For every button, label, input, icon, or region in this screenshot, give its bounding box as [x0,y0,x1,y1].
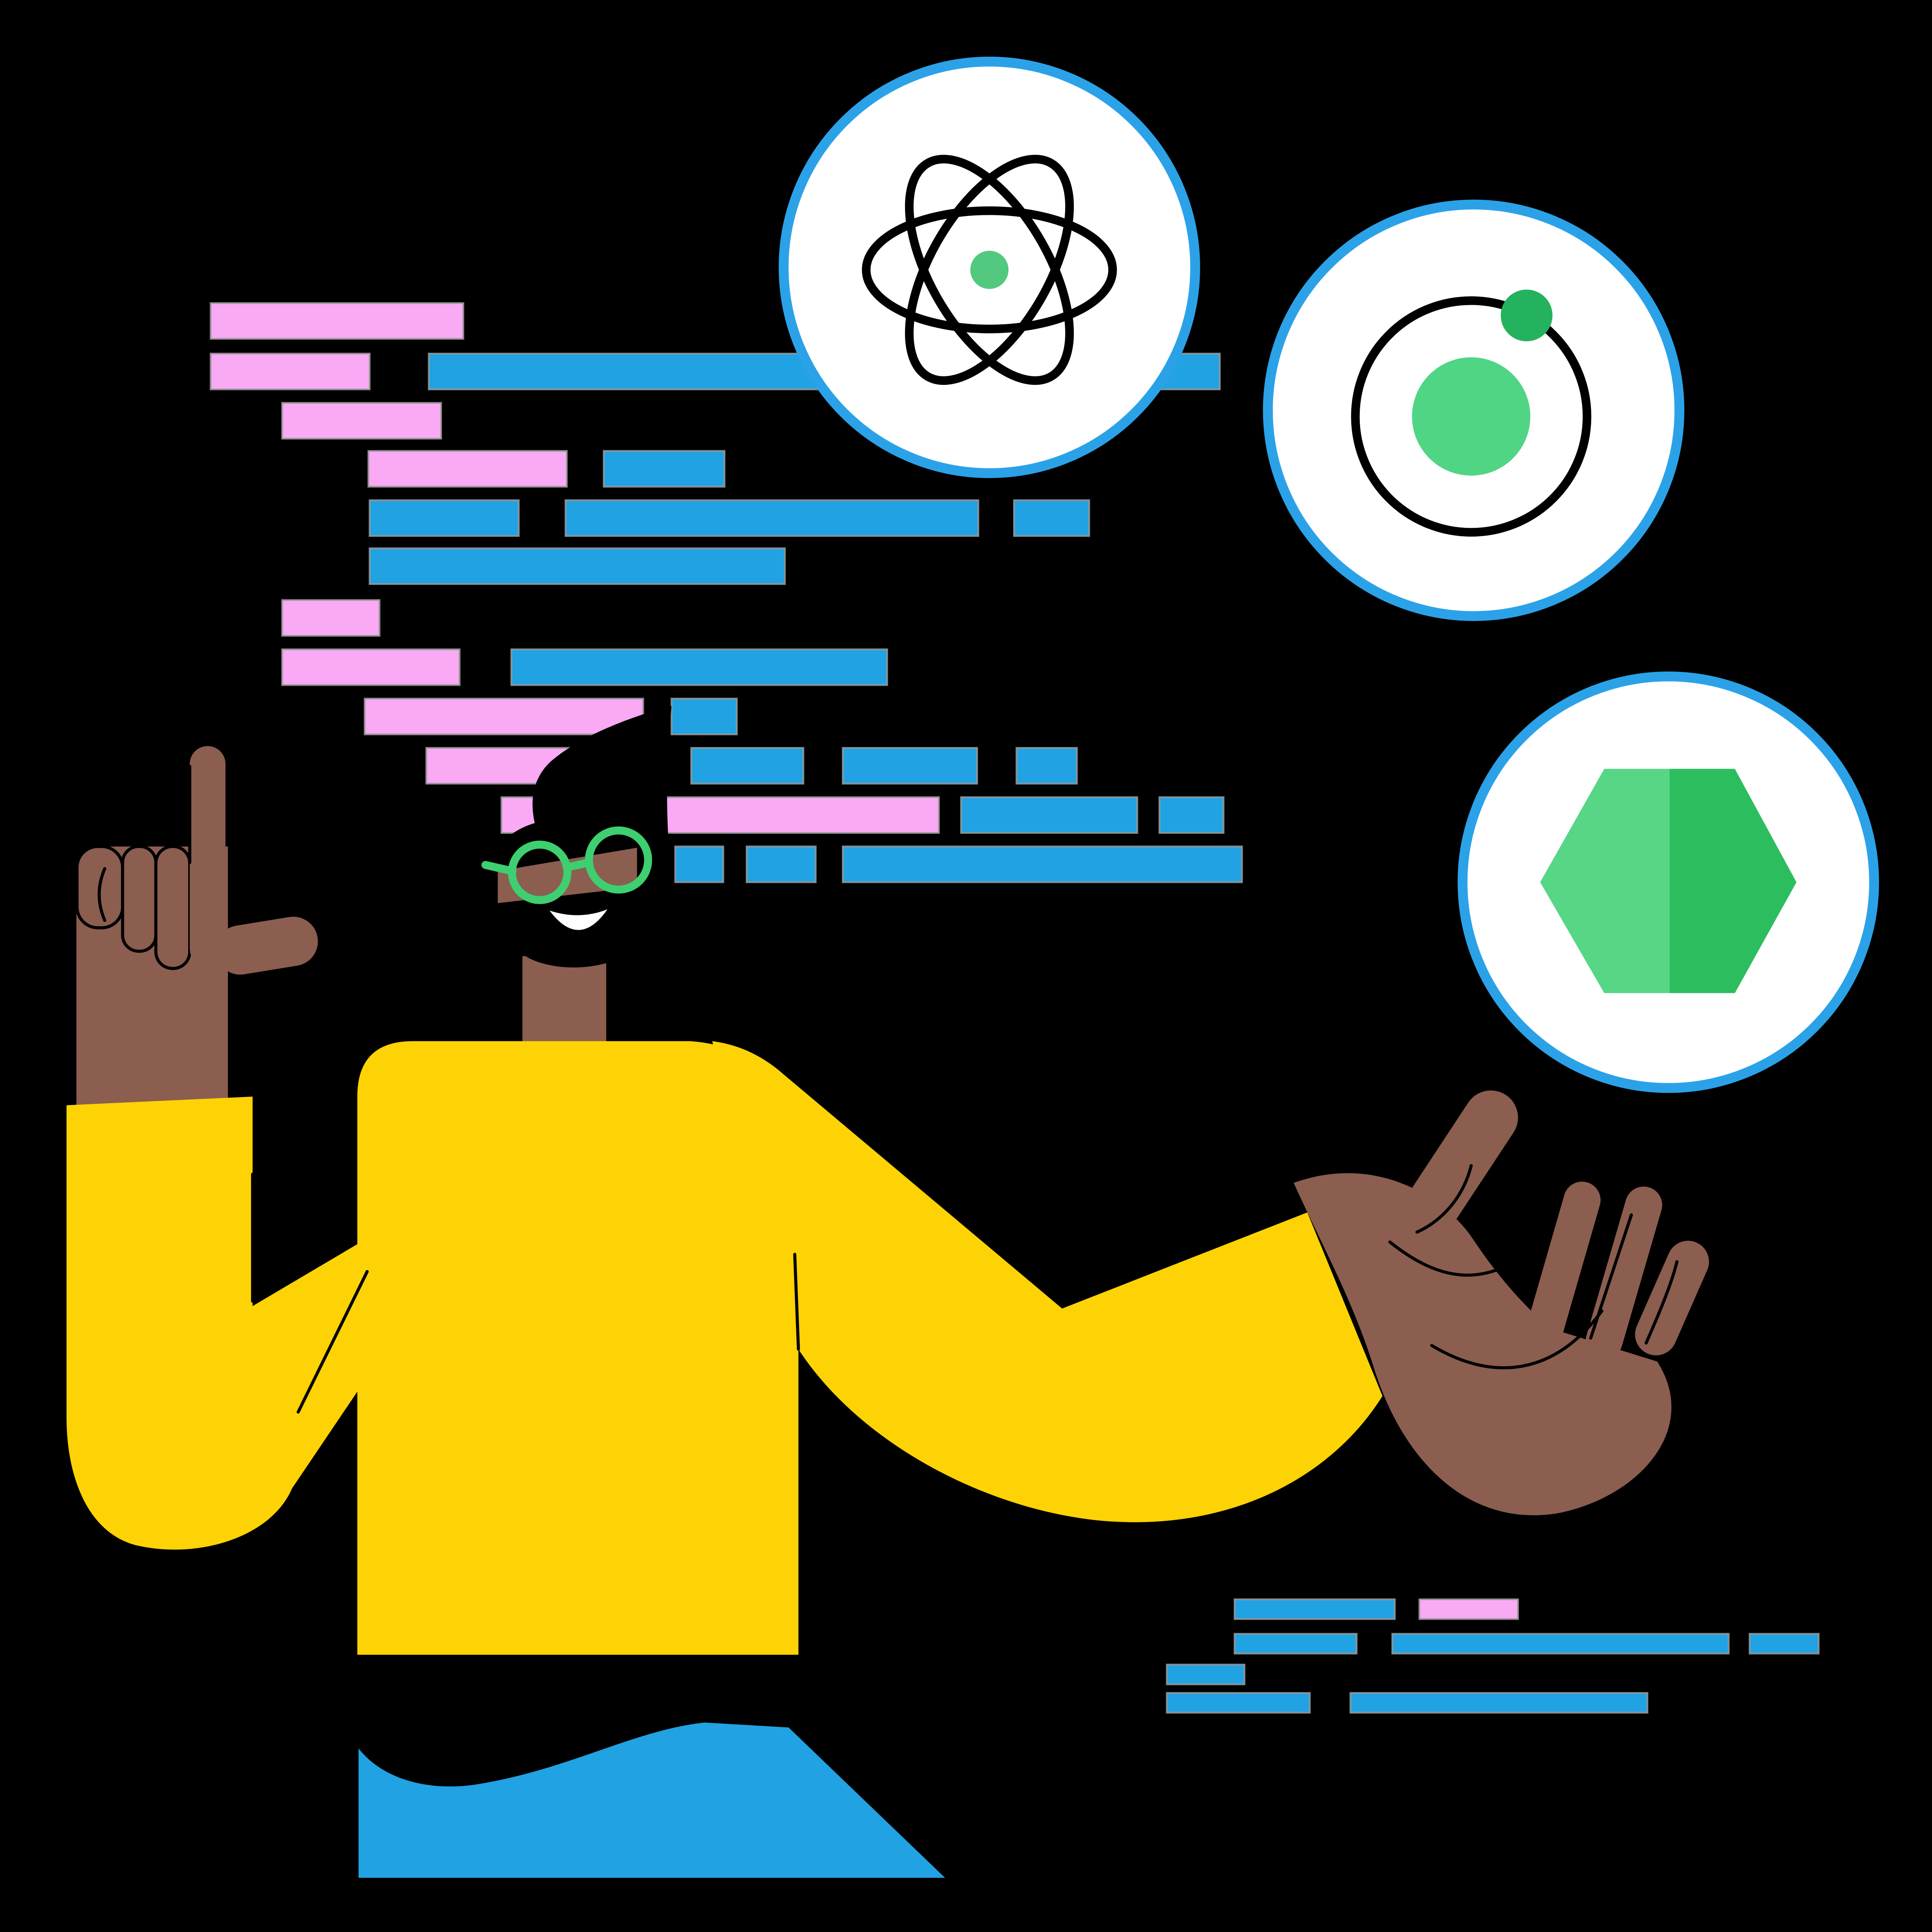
code-bar-blue [603,450,726,488]
code-bar-blue [674,845,724,883]
code-bar-blue [565,499,980,537]
code-bar-blue [842,845,1243,883]
left-curled-finger-2 [121,845,158,953]
code-bar-pink [367,450,568,488]
right-pinky-finger [1635,1241,1709,1355]
ion-electron [1500,289,1553,342]
pants [358,1722,945,1878]
code-bar-blue [1158,796,1225,834]
code-bar-pink [281,599,381,637]
ion-orbit-icon [1351,289,1592,537]
code-bar-blue [670,697,738,735]
code-bar-blue [842,747,978,785]
code-block-bottom-right [1166,1598,1820,1714]
code-bar-pink [1418,1598,1519,1620]
code-bar-blue [1391,1633,1730,1655]
elbow-crease [296,1270,369,1414]
glasses-bridge [563,858,593,872]
code-bar-blue [746,845,817,883]
shoulder-crease [793,1253,800,1351]
code-bar-blue [1233,1598,1396,1620]
atom-orbit-1 [862,206,1117,333]
left-curled-finger-3 [154,845,192,970]
code-bar-pink [209,352,371,391]
pinky-gap-crease [1645,1260,1679,1345]
atom-orbit-3 [905,155,1074,385]
hexagon-right-half [1669,769,1797,993]
code-bar-blue [1013,499,1090,537]
sweater-left-arm [66,1097,361,1550]
code-bar-blue [1166,1692,1311,1714]
right-middle-finger [1585,1186,1662,1359]
thumb-crease [1415,1164,1473,1234]
neck [522,956,606,1043]
right-thumb [1392,1090,1518,1253]
hexagon-icon [1540,769,1797,993]
ion-orbit [1351,296,1592,537]
code-bar-blue [1015,747,1078,785]
left-hand-pointing [75,746,318,1109]
round-glasses-icon [481,826,652,904]
hexagon-badge [1458,671,1879,1093]
ion-badge [1263,199,1685,621]
atom-nucleus [970,250,1009,289]
code-bar-pink [281,402,442,440]
atom-orbit-2 [905,155,1074,385]
ion-nucleus [1412,357,1531,476]
sweater-torso [357,1041,799,1655]
atom-badge [779,56,1200,478]
left-finger-crease [97,867,107,922]
smile [549,909,608,930]
left-arm-creases [251,1172,369,1414]
code-bar-blue [1748,1633,1820,1655]
code-bar-blue [510,648,888,686]
right-palm [1294,1173,1672,1515]
palm-crease-upper [1388,1240,1537,1277]
glasses-temple [481,861,517,875]
code-bar-blue [369,547,786,585]
code-bar-blue [369,499,520,537]
code-bar-blue [1349,1692,1648,1714]
code-bar-blue [690,747,804,785]
finger-gap-crease [1589,1213,1633,1340]
right-hand-open [1294,1090,1709,1515]
palm-crease-lower [1430,1309,1604,1369]
right-hand-creases [1388,1164,1679,1369]
atom-orbitals-icon [862,155,1117,385]
hexagon-left-half [1540,769,1670,993]
code-bar-pink [209,302,464,340]
code-bar-blue [1233,1633,1358,1655]
sweater-right-arm [712,1041,1383,1522]
code-bar-blue [1166,1663,1246,1685]
developer-figure [66,706,1709,1878]
left-thumb [216,917,318,975]
code-bar-blue [960,796,1138,834]
code-bar-pink [281,648,461,686]
right-index-finger [1526,1182,1601,1347]
code-bar-pink [364,697,644,735]
